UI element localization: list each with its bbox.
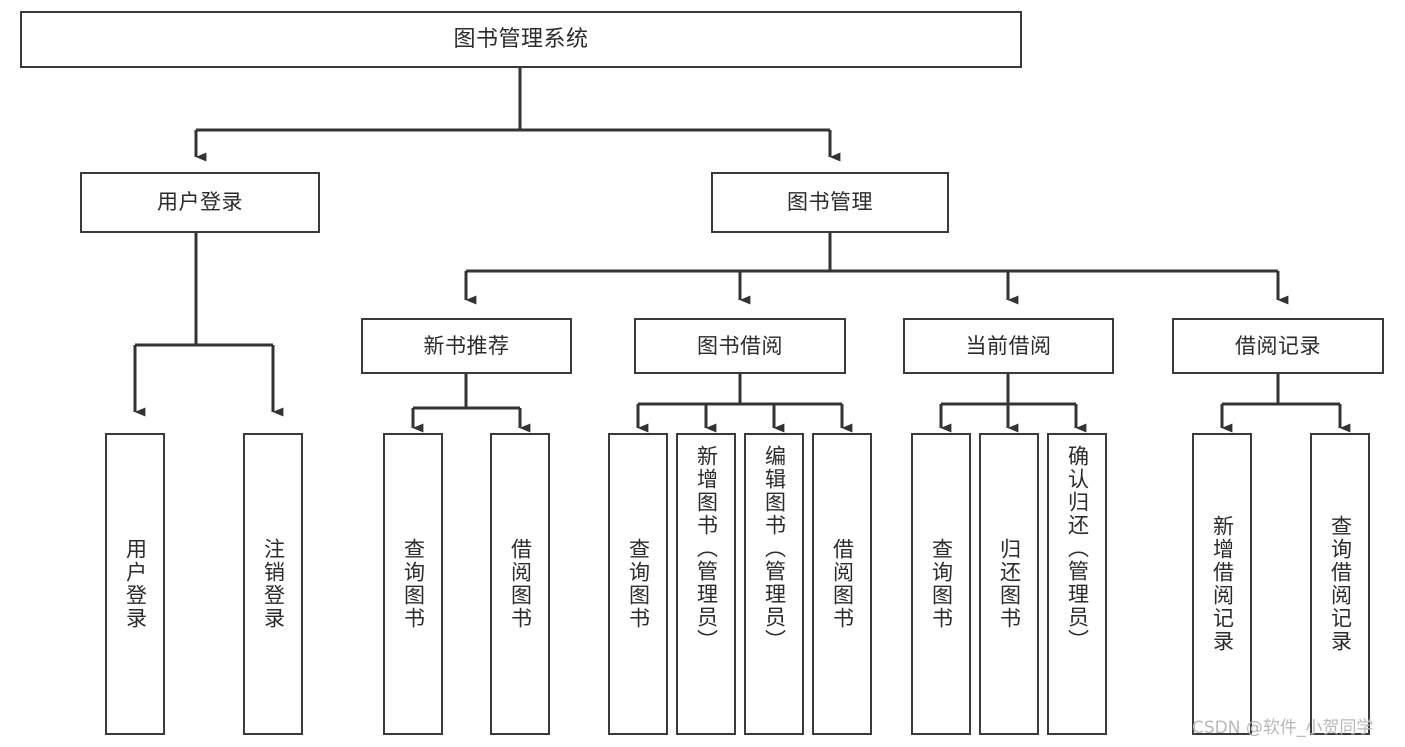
node-label: 图书管理 bbox=[787, 190, 873, 215]
leaf-edit-book-admin[interactable]: 编辑图书（管理员） bbox=[744, 433, 804, 735]
node-root-system[interactable]: 图书管理系统 bbox=[20, 11, 1022, 68]
node-label: 图书借阅 bbox=[697, 333, 783, 358]
node-label: 借阅图书 bbox=[508, 538, 533, 630]
node-book-borrow[interactable]: 图书借阅 bbox=[634, 318, 846, 374]
leaf-borrow-book[interactable]: 借阅图书 bbox=[812, 433, 872, 735]
node-label: 归还图书 bbox=[997, 538, 1022, 630]
node-label: 借阅图书 bbox=[830, 538, 855, 630]
leaf-confirm-return-admin[interactable]: 确认归还（管理员） bbox=[1047, 433, 1107, 735]
node-borrow-record[interactable]: 借阅记录 bbox=[1172, 318, 1384, 374]
leaf-query-borrow-record[interactable]: 查询借阅记录 bbox=[1310, 433, 1370, 735]
node-label: 查询图书 bbox=[401, 538, 426, 630]
node-label: 当前借阅 bbox=[965, 333, 1052, 358]
node-label: 注销登录 bbox=[261, 538, 286, 630]
node-book-management[interactable]: 图书管理 bbox=[711, 172, 949, 233]
node-label: 查询图书 bbox=[929, 538, 954, 630]
leaf-add-book-admin[interactable]: 新增图书（管理员） bbox=[676, 433, 736, 735]
leaf-add-borrow-record[interactable]: 新增借阅记录 bbox=[1192, 433, 1252, 735]
node-label: 借阅记录 bbox=[1235, 333, 1321, 358]
leaf-query-book-recommend[interactable]: 查询图书 bbox=[383, 433, 443, 735]
leaf-borrow-book-recommend[interactable]: 借阅图书 bbox=[490, 433, 550, 735]
node-label: 新增图书（管理员） bbox=[694, 445, 719, 652]
node-new-book-recommend[interactable]: 新书推荐 bbox=[361, 318, 572, 374]
node-label: 用户登录 bbox=[123, 538, 148, 630]
node-label: 确认归还（管理员） bbox=[1065, 445, 1090, 652]
node-label: 编辑图书（管理员） bbox=[762, 445, 787, 652]
node-label: 查询借阅记录 bbox=[1328, 515, 1353, 653]
leaf-return-book[interactable]: 归还图书 bbox=[979, 433, 1039, 735]
node-label: 新书推荐 bbox=[423, 333, 510, 358]
leaf-query-book-current[interactable]: 查询图书 bbox=[911, 433, 971, 735]
leaf-user-login[interactable]: 用户登录 bbox=[105, 433, 165, 735]
watermark-csdn: CSDN @软件_小贺同学 bbox=[1192, 718, 1374, 738]
node-label: 新增借阅记录 bbox=[1210, 515, 1235, 653]
node-label: 用户登录 bbox=[157, 190, 243, 215]
node-label: 查询图书 bbox=[626, 538, 651, 630]
leaf-logout[interactable]: 注销登录 bbox=[243, 433, 303, 735]
node-current-borrow[interactable]: 当前借阅 bbox=[903, 318, 1114, 374]
node-user-login[interactable]: 用户登录 bbox=[80, 172, 320, 233]
node-label: 图书管理系统 bbox=[453, 26, 589, 52]
leaf-query-book-borrow[interactable]: 查询图书 bbox=[608, 433, 668, 735]
